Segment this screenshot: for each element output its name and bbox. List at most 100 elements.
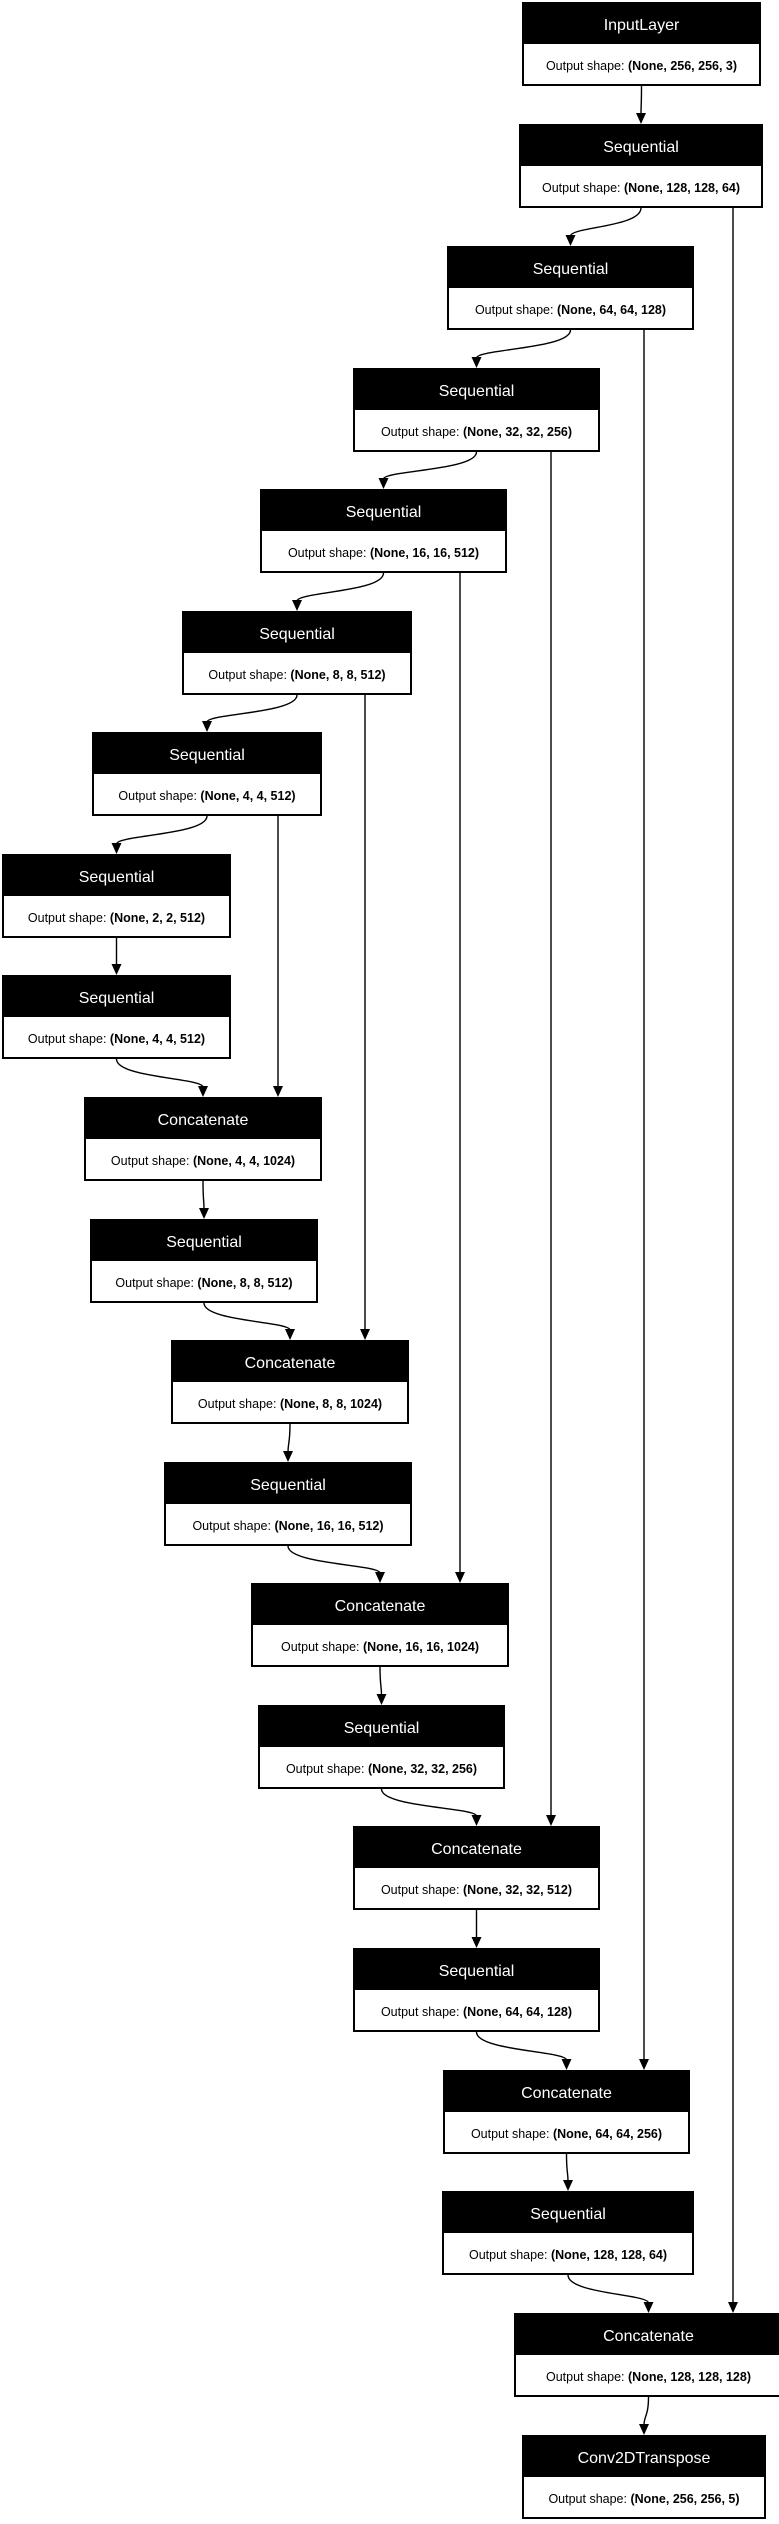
node-header [515,2314,779,2355]
layer-name: Sequential [603,139,679,156]
layer-name: Concatenate [431,1841,522,1858]
output-shape-label: Output shape: [469,2248,551,2262]
output-shape-label: Output shape: [111,1154,193,1168]
arrowhead [360,1329,370,1340]
arrowhead [563,2180,573,2191]
output-shape-value: (None, 8, 8, 512) [290,668,385,682]
output-shape-line: Output shape: (None, 8, 8, 512) [115,1276,292,1290]
output-shape-label: Output shape: [381,1883,463,1897]
arrowhead [111,964,122,975]
edge [206,694,298,723]
edge [296,572,385,602]
output-shape-line: Output shape: (None, 4, 4, 1024) [111,1154,295,1168]
node-header [165,1463,411,1504]
layer-name: Conv2DTranspose [578,2450,711,2467]
layer-name: Sequential [439,1963,515,1980]
output-shape-value: (None, 16, 16, 512) [274,1519,383,1533]
output-shape-value: (None, 128, 128, 128) [628,2370,751,2384]
layer-name: Concatenate [603,2328,694,2345]
arrowhead [198,1086,208,1097]
output-shape-line: Output shape: (None, 256, 256, 5) [548,2492,739,2506]
arrowhead [643,2302,654,2313]
output-shape-label: Output shape: [28,911,110,925]
layer-name: Sequential [250,1477,326,1494]
output-shape-value: (None, 4, 4, 512) [110,1032,205,1046]
node-header [172,1341,408,1382]
layer-name: Sequential [169,747,245,764]
output-shape-value: (None, 256, 256, 5) [630,2492,739,2506]
output-shape-label: Output shape: [548,2492,630,2506]
arrowhead [202,721,212,732]
output-shape-value: (None, 64, 64, 128) [463,2005,572,2019]
arrowhead [378,478,389,489]
edge [569,207,642,237]
output-shape-line: Output shape: (None, 2, 2, 512) [28,911,205,925]
output-shape-label: Output shape: [288,546,370,560]
arrowhead [565,235,576,246]
output-shape-line: Output shape: (None, 4, 4, 512) [28,1032,205,1046]
edge [565,2153,569,2182]
output-shape-label: Output shape: [381,2005,463,2019]
node-header [85,1098,321,1139]
edge [202,1180,205,1210]
output-shape-line: Output shape: (None, 128, 128, 64) [542,181,740,195]
output-shape-line: Output shape: (None, 4, 4, 512) [118,789,295,803]
node-header [523,2436,765,2477]
arrowhead [285,1329,295,1340]
layer-name: Sequential [79,990,155,1007]
output-shape-value: (None, 256, 256, 3) [628,59,737,73]
edge [379,1666,383,1696]
output-shape-label: Output shape: [475,303,557,317]
edge [643,2396,650,2426]
arrowhead [273,1086,283,1097]
arrowhead [639,2059,649,2070]
node-header [183,612,411,653]
output-shape-label: Output shape: [542,181,624,195]
output-shape-line: Output shape: (None, 32, 32, 256) [286,1762,477,1776]
arrowhead [111,843,122,854]
output-shape-value: (None, 64, 64, 128) [557,303,666,317]
arrowhead [283,1451,293,1462]
edge [115,815,208,845]
node-header [354,1949,599,1990]
output-shape-value: (None, 8, 8, 512) [197,1276,292,1290]
output-shape-label: Output shape: [286,1762,368,1776]
output-shape-value: (None, 16, 16, 512) [370,546,479,560]
output-shape-label: Output shape: [471,2127,553,2141]
node-header [261,490,506,531]
output-shape-line: Output shape: (None, 256, 256, 3) [546,59,737,73]
layer-name: Concatenate [335,1598,426,1615]
output-shape-value: (None, 32, 32, 512) [463,1883,572,1897]
layer-name: Sequential [79,869,155,886]
edge [287,1423,291,1453]
output-shape-line: Output shape: (None, 64, 64, 128) [475,303,666,317]
layer-name: Sequential [344,1720,420,1737]
edge [203,1302,291,1331]
node-header [93,733,321,774]
arrowhead [639,2424,649,2435]
edge [475,329,572,359]
output-shape-label: Output shape: [546,59,628,73]
layer-name: Sequential [166,1234,242,1251]
arrowhead [375,1572,385,1583]
edge [640,85,643,115]
layer-name: Sequential [439,383,515,400]
edge [287,1545,381,1574]
output-shape-label: Output shape: [28,1032,110,1046]
output-shape-label: Output shape: [546,2370,628,2384]
